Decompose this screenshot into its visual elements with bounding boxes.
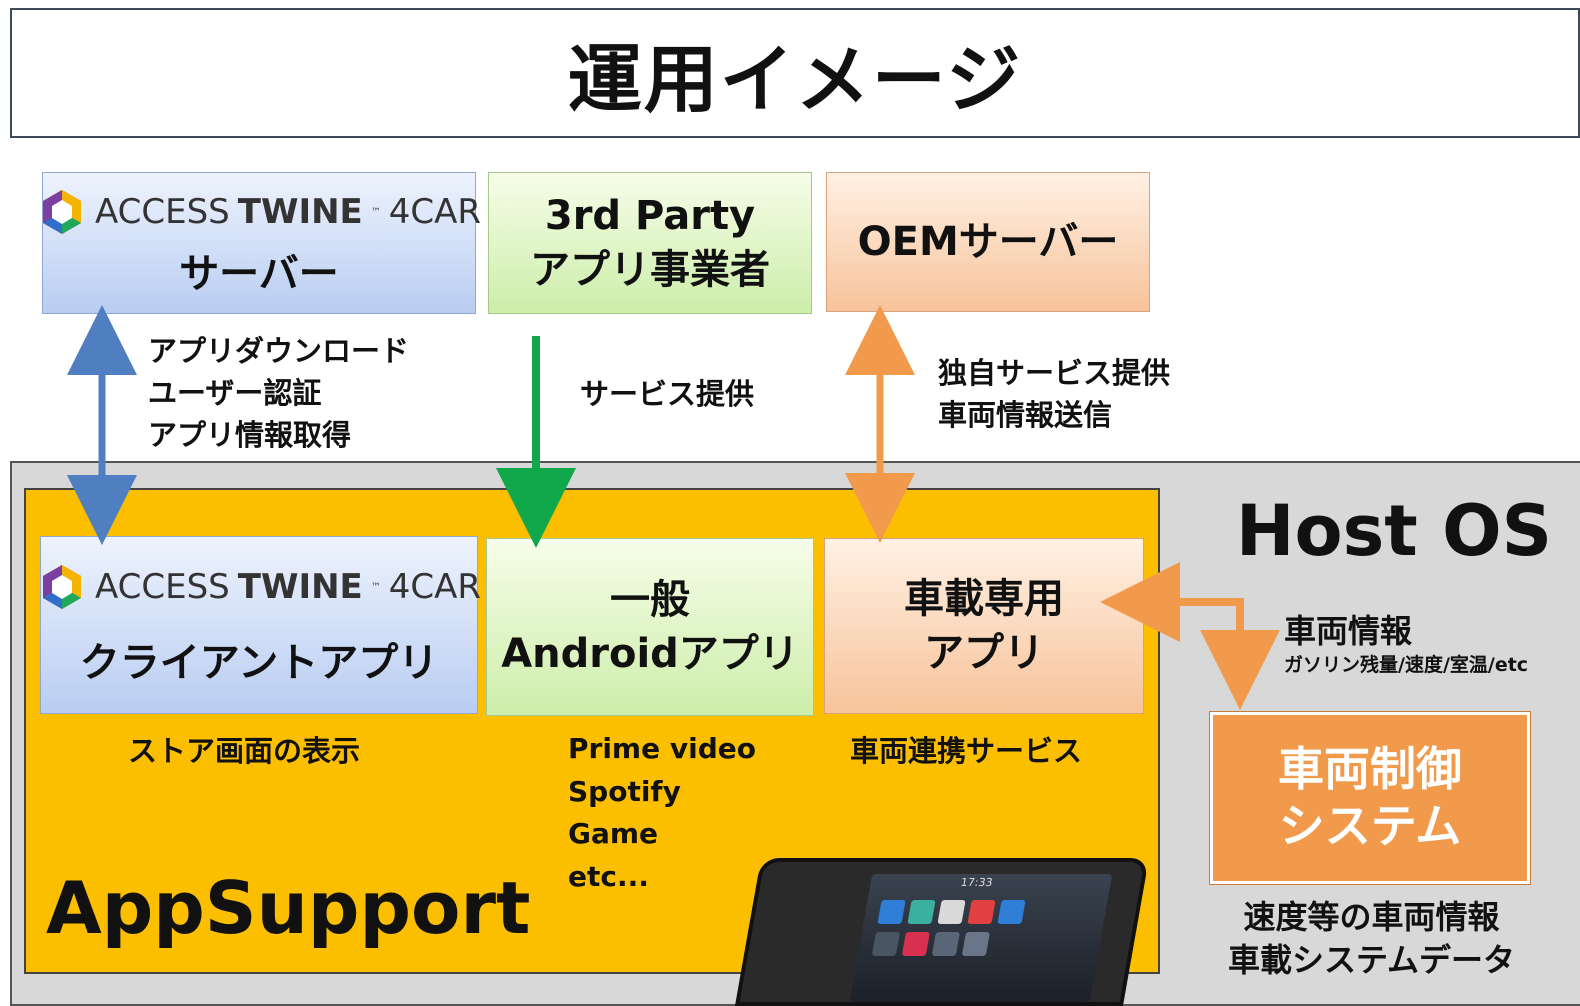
vehicle-app-caption: 車両連携サービス [850,734,1083,768]
page-title: 運用イメージ [567,36,1023,123]
oem-server-box: OEMサーバー [826,172,1150,312]
twine-server-box: ACCESS TWINE ™ 4CAR サーバー [42,172,481,314]
oem-note-2: 車両情報送信 [938,398,1113,433]
brand-tm: ™ [370,581,381,593]
vehicle-app-line2: アプリ [924,630,1044,676]
vehicle-info-title: 車両情報 [1284,612,1413,650]
twine-logo-client: ACCESS TWINE ™ 4CAR [37,562,481,612]
vehicle-info-detail: ガソリン残量/速度/室温/etc [1284,654,1529,676]
host-os-label: Host OS [1235,490,1552,572]
third-party-line1: 3rd Party [544,193,756,239]
vehicle-app-line1: 車載専用 [904,576,1064,622]
vehicle-control-caption-2: 車載システムデータ [1228,941,1516,980]
twine-notes: アプリダウンロード ユーザー認証 アプリ情報取得 [148,330,409,456]
oem-note-1: 独自サービス提供 [938,356,1171,390]
android-app-box: 一般 Androidアプリ [486,538,814,716]
twine-hexagon-icon [42,190,81,234]
android-app-line2: Androidアプリ [501,631,799,677]
twine-server-label: サーバー [179,251,339,297]
appsupport-label: AppSupport [46,866,531,950]
vehicle-control-line1: 車両制御 [1278,741,1462,796]
third-party-box: 3rd Party アプリ事業者 [488,172,812,314]
brand-prefix: ACCESS [94,192,230,232]
twine-logo: ACCESS TWINE ™ 4CAR [37,187,481,237]
android-example-1: Prime video [568,732,756,765]
twine-note-3: アプリ情報取得 [148,418,352,453]
brand-name: TWINE [237,567,363,607]
android-example-3: Game [568,817,659,851]
third-party-line2: アプリ事業者 [530,247,770,293]
oem-notes: 独自サービス提供 車両情報送信 [938,352,1170,436]
vehicle-app-box: 車載専用 アプリ [824,538,1144,714]
android-example-4: etc... [568,859,649,893]
brand-suffix: 4CAR [388,192,482,232]
vehicle-control-line2: システム [1278,799,1462,853]
brand-suffix: 4CAR [388,567,482,607]
oem-server-label: OEMサーバー [857,219,1119,265]
android-app-line1: 一般 [610,577,690,623]
client-app-caption: ストア画面の表示 [128,734,361,768]
client-app-label: クライアントアプリ [79,640,439,686]
vehicle-control-caption: 速度等の車両情報 車載システムデータ [1228,896,1515,982]
brand-prefix: ACCESS [94,567,230,607]
android-example-2: Spotify [568,774,681,808]
client-app-box: ACCESS TWINE ™ 4CAR クライアントアプリ [37,536,481,714]
brand-name: TWINE [237,192,363,232]
third-party-note: サービス提供 [580,377,755,411]
vehicle-control-box: 車両制御 システム [1209,711,1531,885]
vehicle-control-caption-1: 速度等の車両情報 [1243,898,1500,936]
vehicle-info-arrow [1100,562,1280,710]
twine-note-1: アプリダウンロード [148,334,410,368]
brand-tm: ™ [370,206,381,218]
twine-hexagon-icon [42,565,81,609]
title-box: 運用イメージ [10,8,1580,138]
android-examples: Prime video Spotify Game etc... [568,728,756,898]
twine-note-2: ユーザー認証 [148,376,322,411]
